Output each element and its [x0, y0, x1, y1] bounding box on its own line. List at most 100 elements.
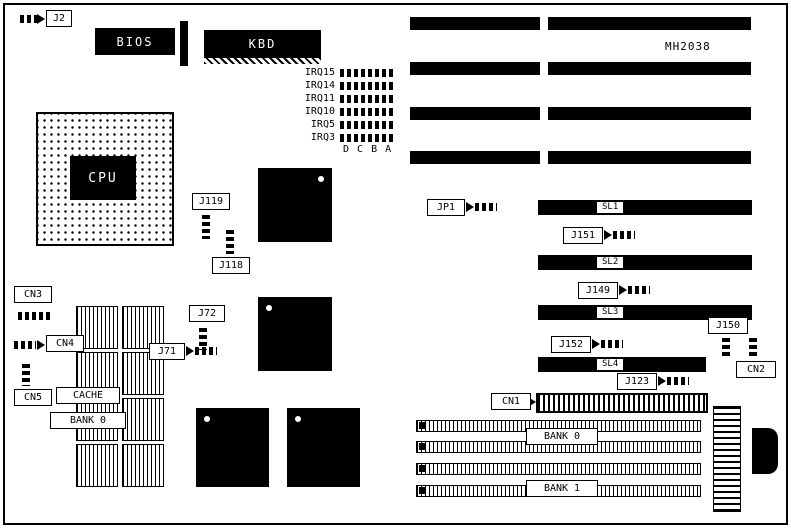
slot-label-sl3: SL3 — [596, 306, 625, 319]
qfp-chip — [196, 408, 269, 487]
slot-label-sl1: SL1 — [596, 201, 625, 214]
bank1-right-label: BANK 1 — [526, 480, 598, 497]
bank0-left-label: BANK 0 — [50, 412, 126, 429]
connector-label-cn4: CN4 — [46, 335, 84, 352]
isa-slot-bar — [410, 107, 540, 120]
cn1-pointer-icon — [528, 397, 536, 407]
pin1-dot-icon — [295, 416, 301, 422]
cpu-chip: CPU — [70, 156, 136, 200]
cn4-jumper-pins — [14, 341, 36, 349]
j149-pointer-icon — [619, 285, 627, 295]
keyboard-din-connector — [752, 428, 778, 474]
irq5-label: IRQ5 — [310, 119, 335, 130]
cn2-jumper-pins — [749, 338, 757, 358]
slot-sl3: SL3 — [538, 305, 752, 320]
vertical-pin-connector — [713, 406, 741, 512]
jp1-pointer-icon — [466, 202, 474, 212]
j123-jumper-pins — [667, 377, 689, 385]
irq-column-labels: D C B A — [343, 144, 393, 155]
simm-key-tab — [419, 422, 426, 429]
irq15-jumper-pins — [340, 69, 393, 77]
irq10-label: IRQ10 — [304, 106, 335, 117]
irq3-label: IRQ3 — [310, 132, 335, 143]
j123-pointer-icon — [658, 376, 666, 386]
j2-pointer-icon — [37, 14, 45, 24]
simm-key-tab — [419, 465, 426, 472]
cn1-pin-header — [536, 393, 708, 413]
simm-key-tab — [419, 443, 426, 450]
bank0-right-label: BANK 0 — [526, 428, 598, 445]
connector-label-j152: J152 — [551, 336, 591, 353]
j152-pointer-icon — [592, 339, 600, 349]
isa-slot-bar — [410, 151, 540, 164]
board-part-number: MH2038 — [665, 40, 711, 53]
irq14-label: IRQ14 — [304, 80, 335, 91]
j2-jumper-pins — [20, 15, 38, 23]
j150-jumper-pins — [722, 338, 730, 358]
simm-socket — [416, 463, 701, 475]
irq10-jumper-pins — [340, 108, 393, 116]
qfp-chip — [258, 168, 332, 242]
connector-label-cn3: CN3 — [14, 286, 52, 303]
connector-label-j151: J151 — [563, 227, 603, 244]
connector-label-j71: J71 — [149, 343, 185, 360]
sram-chip — [76, 444, 118, 487]
slot-label-sl4: SL4 — [596, 358, 625, 371]
kbd-controller-chip: KBD — [204, 30, 321, 58]
sram-chip — [122, 306, 164, 349]
irq3-jumper-pins — [340, 134, 393, 142]
j118-jumper-pins — [226, 230, 234, 254]
connector-label-jp1: JP1 — [427, 199, 465, 216]
cn4-pointer-icon — [37, 340, 45, 350]
pin1-dot-icon — [204, 416, 210, 422]
j151-jumper-pins — [613, 231, 635, 239]
isa-slot-bar — [410, 62, 540, 75]
slot-label-sl2: SL2 — [596, 256, 625, 269]
bios-chip: BIOS — [95, 28, 175, 55]
j152-jumper-pins — [601, 340, 623, 348]
connector-label-j118: J118 — [212, 257, 250, 274]
simm-key-tab — [419, 487, 426, 494]
jp1-jumper-pins — [475, 203, 497, 211]
isa-slot-bar — [548, 151, 751, 164]
j119-jumper-pins — [202, 215, 210, 239]
j149-jumper-pins — [628, 286, 650, 294]
connector-label-j2: J2 — [46, 10, 72, 27]
j72-jumper-pins — [199, 328, 207, 350]
connector-label-j72: J72 — [189, 305, 225, 322]
pin1-dot-icon — [266, 305, 272, 311]
slot-sl4: SL4 — [538, 357, 706, 372]
sram-chip — [122, 398, 164, 441]
connector-label-j119: J119 — [192, 193, 230, 210]
isa-slot-bar — [410, 17, 540, 30]
isa-slot-bar — [548, 17, 751, 30]
irq15-label: IRQ15 — [304, 67, 335, 78]
cn3-jumper-pins — [18, 312, 50, 320]
connector-label-j123: J123 — [617, 373, 657, 390]
pin1-dot-icon — [318, 176, 324, 182]
irq14-jumper-pins — [340, 82, 393, 90]
connector-label-j149: J149 — [578, 282, 618, 299]
isa-slot-bar — [548, 62, 751, 75]
j71-jumper-pins — [195, 347, 217, 355]
connector-label-cn5: CN5 — [14, 389, 52, 406]
irq11-label: IRQ11 — [304, 93, 335, 104]
isa-slot-bar — [548, 107, 751, 120]
qfp-chip — [258, 297, 332, 371]
connector-label-j150: J150 — [708, 317, 748, 334]
slot-sl1: SL1 — [538, 200, 752, 215]
irq11-jumper-pins — [340, 95, 393, 103]
sram-chip — [122, 444, 164, 487]
cpu-socket — [36, 112, 174, 246]
slot-sl2: SL2 — [538, 255, 752, 270]
cache-area-label: CACHE — [56, 387, 120, 404]
cn5-jumper-pins — [22, 364, 30, 386]
qfp-chip — [287, 408, 360, 487]
irq5-jumper-pins — [340, 121, 393, 129]
j71-pointer-icon — [186, 346, 194, 356]
connector-label-cn2: CN2 — [736, 361, 776, 378]
connector-label-cn1: CN1 — [491, 393, 531, 410]
j151-pointer-icon — [604, 230, 612, 240]
kbd-socket-hatch — [204, 58, 321, 64]
